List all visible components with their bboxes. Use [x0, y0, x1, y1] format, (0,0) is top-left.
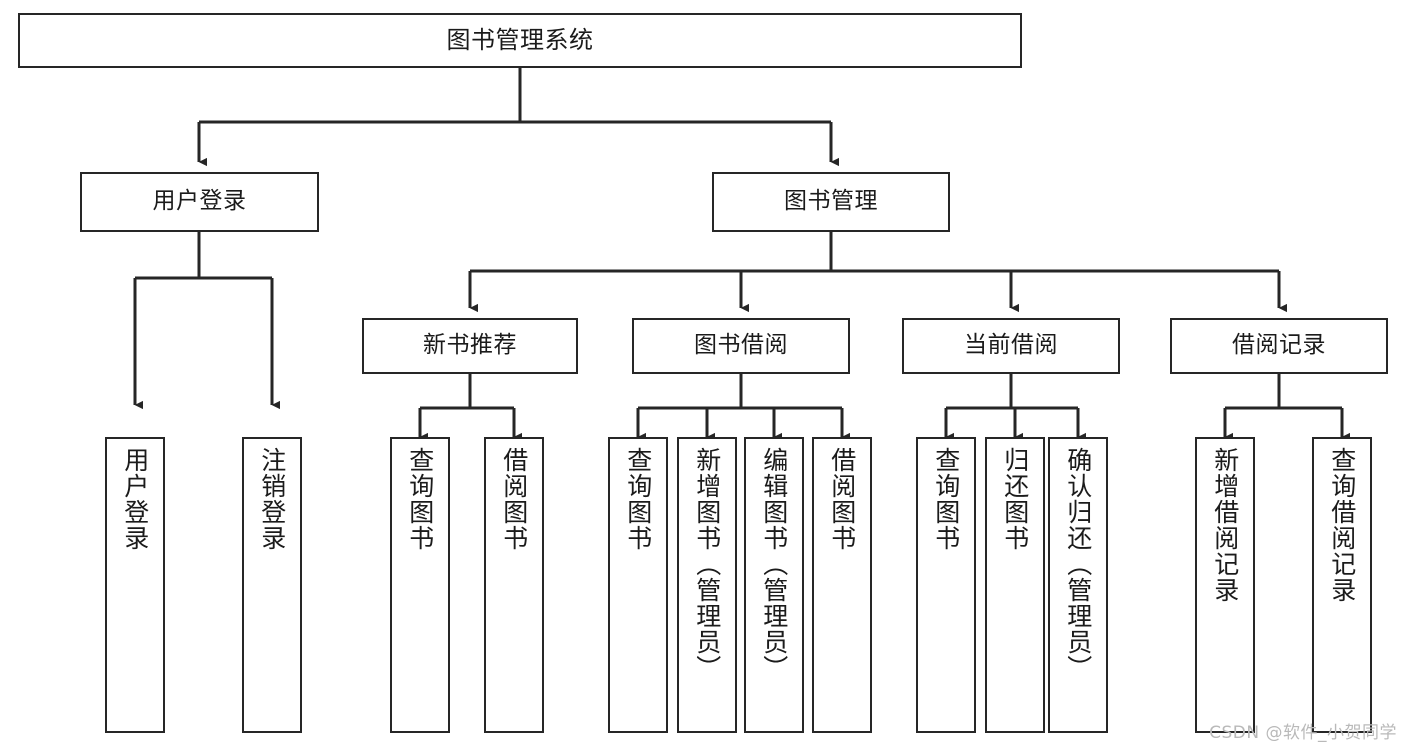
- node-leaf-confirm-return[interactable]: 确认归还（管理员）: [1048, 437, 1108, 733]
- node-leaf-user-login-label: 用户登录: [120, 447, 150, 551]
- node-book-borrow-label: 图书借阅: [694, 332, 788, 359]
- node-leaf-add-book-label: 新增图书（管理员）: [692, 447, 722, 681]
- node-current-borrow[interactable]: 当前借阅: [902, 318, 1120, 374]
- node-leaf-query-book-1-label: 查询图书: [405, 447, 435, 551]
- node-leaf-edit-book-label: 编辑图书（管理员）: [759, 447, 789, 681]
- node-leaf-add-record[interactable]: 新增借阅记录: [1195, 437, 1255, 733]
- edges-book-manage-to-level3: [468, 232, 1287, 313]
- node-user-login-label: 用户登录: [152, 188, 247, 215]
- node-leaf-user-login[interactable]: 用户登录: [105, 437, 165, 733]
- node-new-book-rec[interactable]: 新书推荐: [362, 318, 578, 374]
- edges-new-book-rec-to-leaves: [418, 374, 522, 442]
- node-leaf-return-book[interactable]: 归还图书: [985, 437, 1045, 733]
- node-book-manage-label: 图书管理: [784, 188, 878, 215]
- edges-current-borrow-to-leaves: [944, 374, 1086, 442]
- node-leaf-query-record-label: 查询借阅记录: [1327, 447, 1357, 603]
- node-current-borrow-label: 当前借阅: [964, 332, 1058, 359]
- node-leaf-query-book-1[interactable]: 查询图书: [390, 437, 450, 733]
- node-leaf-add-book[interactable]: 新增图书（管理员）: [677, 437, 737, 733]
- node-leaf-borrow-book-1-label: 借阅图书: [499, 447, 529, 551]
- edges-root-to-level2: [197, 68, 839, 167]
- node-book-manage[interactable]: 图书管理: [712, 172, 950, 232]
- node-leaf-add-record-label: 新增借阅记录: [1210, 447, 1240, 603]
- edges-user-login-to-leaves: [133, 232, 280, 410]
- node-leaf-query-book-3[interactable]: 查询图书: [916, 437, 976, 733]
- node-leaf-borrow-book-1[interactable]: 借阅图书: [484, 437, 544, 733]
- node-root[interactable]: 图书管理系统: [18, 13, 1022, 68]
- node-leaf-borrow-book-2-label: 借阅图书: [827, 447, 857, 551]
- node-leaf-edit-book[interactable]: 编辑图书（管理员）: [744, 437, 804, 733]
- edges-borrow-record-to-leaves: [1223, 374, 1350, 442]
- edges-book-borrow-to-leaves: [636, 374, 850, 442]
- node-leaf-borrow-book-2[interactable]: 借阅图书: [812, 437, 872, 733]
- node-root-label: 图书管理系统: [446, 26, 594, 55]
- node-leaf-query-book-2-label: 查询图书: [623, 447, 653, 551]
- node-borrow-record-label: 借阅记录: [1232, 332, 1326, 359]
- node-leaf-query-book-3-label: 查询图书: [931, 447, 961, 551]
- node-new-book-rec-label: 新书推荐: [423, 332, 517, 359]
- watermark-text: CSDN @软件_小贺同学: [1209, 723, 1397, 743]
- node-leaf-query-record[interactable]: 查询借阅记录: [1312, 437, 1372, 733]
- node-leaf-logout[interactable]: 注销登录: [242, 437, 302, 733]
- node-book-borrow[interactable]: 图书借阅: [632, 318, 850, 374]
- node-borrow-record[interactable]: 借阅记录: [1170, 318, 1388, 374]
- node-user-login[interactable]: 用户登录: [80, 172, 319, 232]
- node-leaf-logout-label: 注销登录: [257, 447, 287, 551]
- node-leaf-query-book-2[interactable]: 查询图书: [608, 437, 668, 733]
- node-leaf-return-book-label: 归还图书: [1000, 447, 1030, 551]
- node-leaf-confirm-return-label: 确认归还（管理员）: [1063, 447, 1093, 681]
